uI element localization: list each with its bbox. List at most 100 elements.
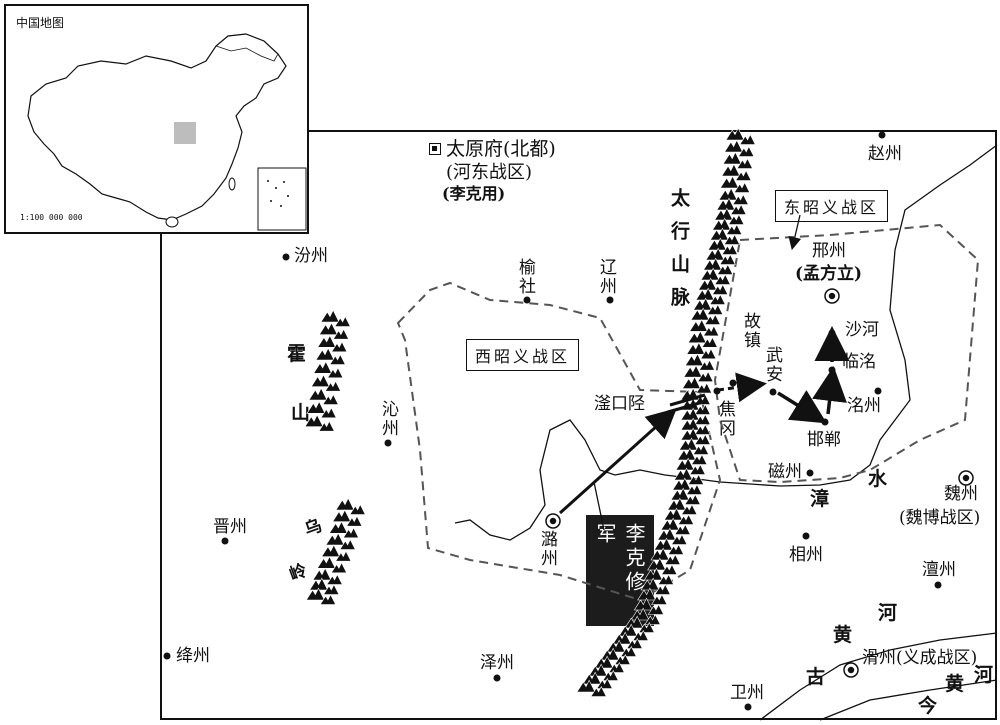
mountain-glyph: [672, 477, 692, 491]
mountain-glyph: [660, 517, 680, 531]
mountain-glyph: [702, 325, 720, 337]
mountain-glyph: [709, 227, 729, 241]
mountain-glyph: [690, 307, 710, 321]
mountain-glyph: [320, 309, 340, 323]
mountain-glyph: [695, 382, 713, 394]
wuan-label: 武安: [762, 346, 782, 384]
mountain-glyph: [329, 353, 346, 365]
mountain-glyph: [332, 328, 350, 340]
mountain-glyph: [606, 639, 626, 653]
mountain-glyph: [320, 407, 337, 419]
prefecture-markers: [545, 288, 974, 678]
mountain-glyph: [657, 527, 677, 541]
mountain-glyph: [323, 583, 340, 595]
capital-name: 太原府(北都): [446, 138, 556, 160]
mountain-glyph: [689, 463, 706, 475]
mountain-glyph: [576, 679, 596, 693]
region-highlight: [174, 122, 196, 144]
mountain-glyph: [653, 537, 673, 551]
zhang-label: 漳: [810, 488, 830, 510]
mountain-glyph: [637, 587, 657, 601]
mountain-glyph: [657, 573, 675, 585]
mountain-glyph: [716, 263, 734, 275]
pass-label: 滏口陉: [594, 394, 645, 414]
mountain-glyph: [689, 319, 709, 332]
mountain-glyph: [324, 380, 342, 392]
mountain-glyph: [600, 647, 620, 661]
cizhou-label: 磁州: [768, 462, 802, 482]
mountain-glyph: [328, 520, 348, 534]
mountain-glyph: [640, 577, 660, 591]
inset-map: 中国地图 1:100 000 000: [4, 4, 309, 234]
mountain-glyph: [738, 145, 755, 157]
qinzhou-label: 沁州: [378, 400, 398, 438]
mountain-glyph: [697, 277, 717, 291]
mountain-glyph: [673, 467, 693, 481]
weizhou-label: 魏州: [944, 484, 978, 504]
mountain-glyph: [711, 283, 729, 295]
mountain-glyph: [681, 376, 701, 389]
mountain-glyph: [691, 453, 708, 465]
mountain-glyph: [714, 273, 731, 285]
mountain-glyph: [680, 417, 700, 431]
mountain-glyph: [733, 181, 751, 193]
mountain-glyph: [671, 533, 688, 545]
army-route-1: [717, 372, 767, 403]
zezhou-label: 泽州: [480, 653, 514, 673]
mountain-glyph: [316, 555, 336, 569]
handan-label: 邯郸: [807, 430, 841, 450]
mountain-glyph: [602, 669, 619, 681]
weizhou2-label: 卫州: [730, 683, 764, 703]
inset-scale: 1:100 000 000: [20, 213, 83, 222]
liaozhou-label: 辽州: [596, 258, 616, 296]
mountain-glyph: [632, 629, 649, 641]
mountain-glyph: [315, 347, 335, 361]
east-zone-label: 东昭义战区: [775, 190, 889, 222]
mountain-glyph: [694, 403, 711, 415]
mountain-glyph: [725, 223, 743, 235]
mountain-glyph: [335, 550, 352, 562]
mountain-glyph: [681, 503, 698, 515]
mountain-glyph: [723, 233, 741, 245]
mountain-glyph: [670, 487, 690, 501]
mountain-glyph: [730, 203, 747, 215]
mountain-glyph: [664, 553, 681, 565]
mountain-glyph: [687, 330, 707, 344]
xingzhou-label: 邢州: [812, 241, 846, 261]
mountain-glyph: [608, 661, 625, 673]
mountain-glyph: [325, 532, 345, 546]
mountain-glyph: [716, 197, 736, 211]
taihang-mountains: [576, 127, 756, 697]
mountain-glyph: [620, 645, 637, 657]
mountain-glyph: [630, 607, 650, 621]
army-route-main: [558, 407, 677, 515]
mountain-glyph: [692, 297, 712, 311]
mountain-glyph: [647, 603, 665, 615]
mountain-glyph: [306, 400, 326, 414]
mountain-glyph: [680, 407, 700, 421]
mountain-glyph: [312, 567, 332, 581]
mountain-glyph: [590, 685, 607, 697]
shahe-label: 沙河: [845, 320, 879, 340]
army-route-2: [777, 390, 827, 424]
mountain-glyph: [326, 573, 343, 585]
mountain-glyph: [702, 257, 722, 271]
mountain-glyph: [594, 655, 614, 669]
mountain-glyph: [674, 523, 691, 535]
mountain-glyph: [317, 334, 337, 348]
mountain-glyph: [318, 322, 338, 335]
mountain-glyph: [684, 353, 704, 367]
mountain-glyph: [614, 653, 631, 665]
jinzhou-label: 晋州: [213, 517, 247, 537]
mountain-glyph: [647, 557, 667, 571]
mountain-glyph: [684, 493, 701, 505]
mountain-glyph: [694, 413, 711, 425]
mountain-glyph: [725, 127, 745, 141]
mingzhou-label: 洺州: [847, 396, 881, 416]
mountain-glyph: [709, 293, 726, 305]
mountain-glyph: [663, 507, 683, 521]
he2-label: 河: [974, 664, 994, 686]
mountain-glyph: [739, 133, 756, 145]
xingzhou-ruler-label: (孟方立): [795, 264, 863, 284]
mountain-glyph: [719, 253, 736, 265]
